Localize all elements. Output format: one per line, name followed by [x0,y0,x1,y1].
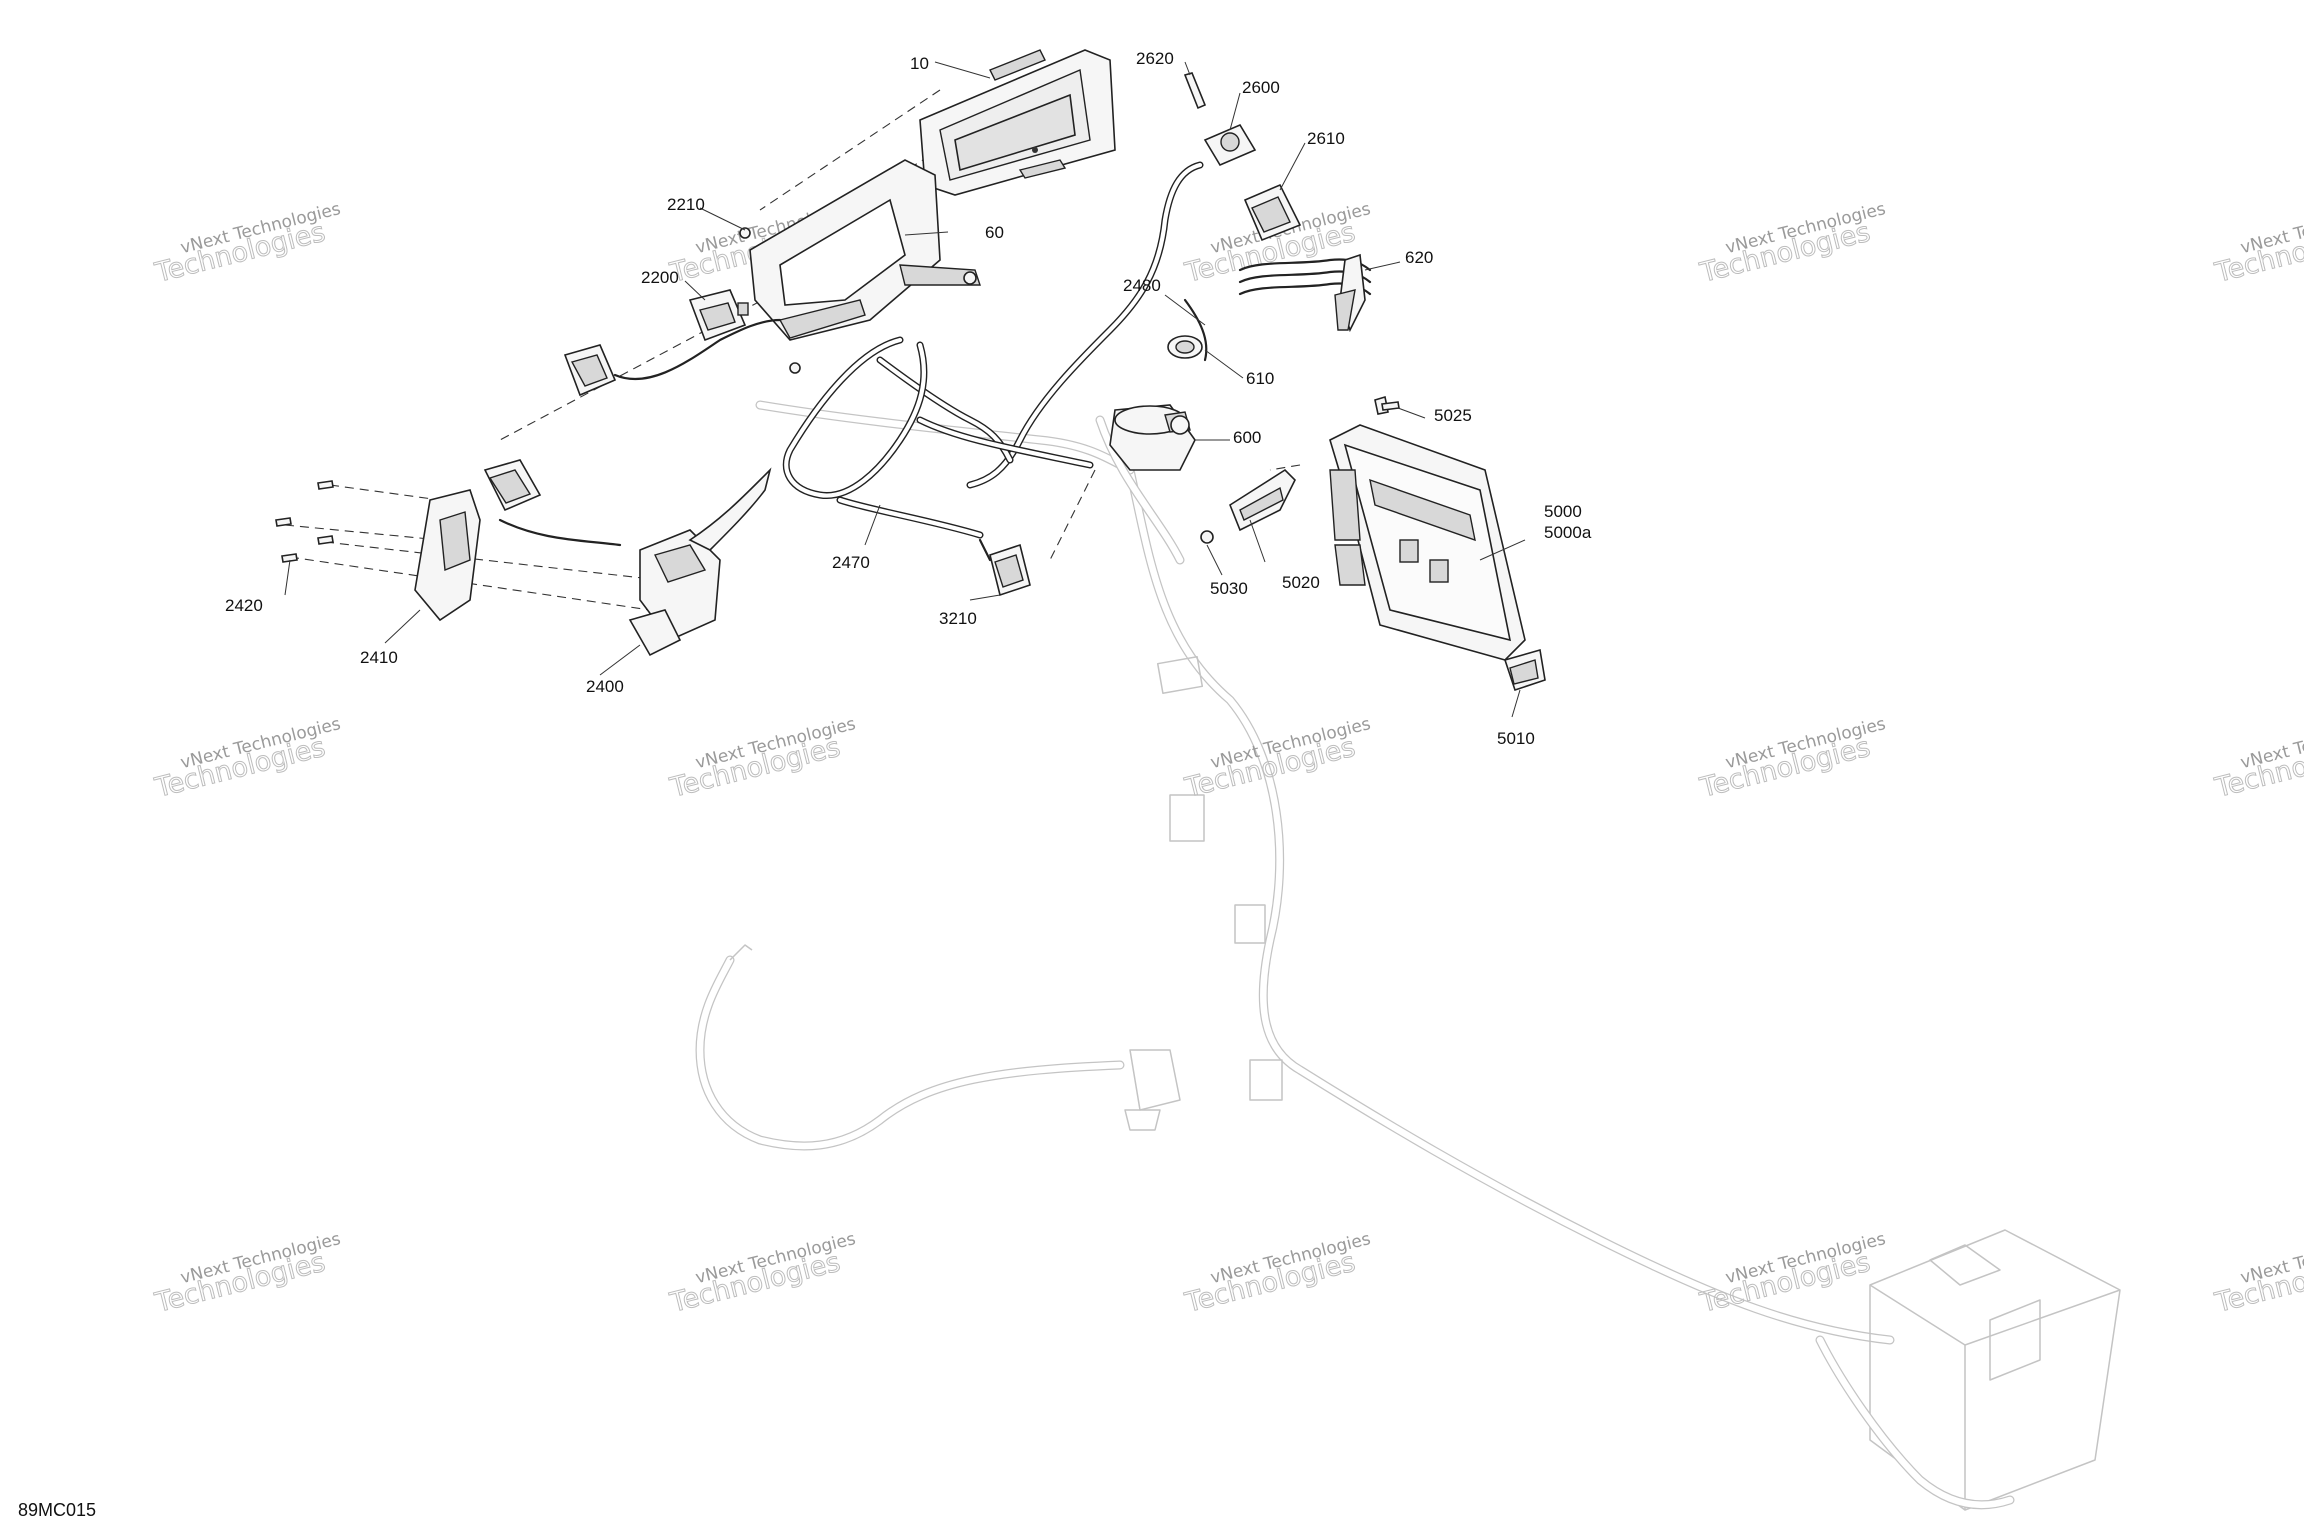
part-2200-connector [688,227,751,342]
label-5010: 5010 [1497,729,1535,748]
label-2410: 2410 [360,648,398,667]
label-5000: 5000 [1544,502,1582,521]
label-5020: 5020 [1282,573,1320,592]
left-connector-plug [563,318,782,397]
ghost-harness [695,400,2121,1511]
label-2610: 2610 [1307,129,1345,148]
label-5030: 5030 [1210,579,1248,598]
label-3210: 3210 [939,609,977,628]
part-5010-clip [1503,648,1546,692]
part-60-bracket [749,159,981,374]
label-5025: 5025 [1434,406,1472,425]
diagram-code: 89MC015 [18,1500,97,1520]
part-610-nut [1167,335,1203,359]
label-2620: 2620 [1136,49,1174,68]
part-5030-nut [1200,530,1214,544]
label-610: 610 [1246,369,1274,388]
part-5025-screw [1374,395,1400,415]
label-2210: 2210 [667,195,705,214]
part-2400-switch [498,467,772,657]
part-10-display [919,49,1116,196]
label-2400: 2400 [586,677,624,696]
label-600: 600 [1233,428,1261,447]
label-2200: 2200 [641,268,679,287]
part-620-lanyard [1238,253,1372,333]
label-5000a: 5000a [1544,523,1592,542]
part-600-ignition [1109,298,1208,471]
part-2620-screw [1183,72,1207,110]
label-2470: 2470 [832,553,870,572]
label-60: 60 [985,223,1004,242]
leader-lines [284,61,1526,718]
part-labels: 10 60 600 610 620 2200 2210 2400 2410 24… [225,49,1592,748]
label-2600: 2600 [1242,78,1280,97]
part-2410-housing [414,459,542,622]
label-2420: 2420 [225,596,263,615]
part-2610-relay [1243,183,1302,242]
label-620: 620 [1405,248,1433,267]
part-5000-ecm [1329,424,1526,661]
wire-2470 [782,336,1094,539]
part-3210-connector [978,538,1031,597]
label-10: 10 [910,54,929,73]
part-2420-screws [275,480,334,563]
label-2480: 2480 [1123,276,1161,295]
part-5020-bracket [1229,468,1296,532]
part-2600-switch [1203,123,1257,167]
